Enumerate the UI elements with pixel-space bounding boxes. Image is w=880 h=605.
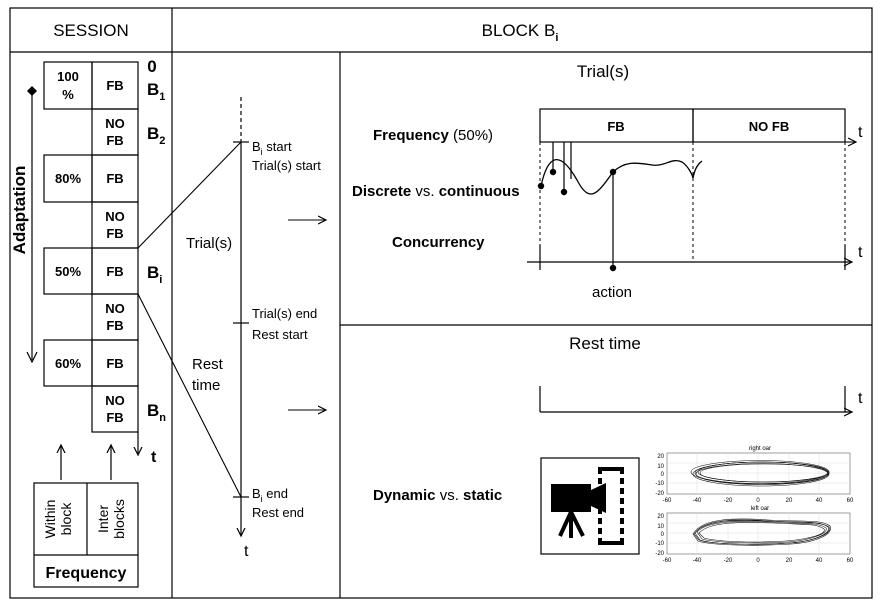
pct-60: 60% — [55, 356, 81, 371]
nofb-cell-4a: NO — [105, 393, 125, 408]
frequency-row-label: Frequency (50%) — [373, 127, 493, 144]
right-oar-ytick: 10 — [657, 464, 664, 470]
fb-cell-1: FB — [106, 78, 123, 93]
frequency-t-label: t — [858, 124, 863, 141]
frequency-label: Frequency — [46, 565, 127, 582]
block-label-b1: B1 — [147, 80, 165, 103]
right-oar-xtick: 20 — [786, 498, 793, 504]
nofb-cell-1a: NO — [105, 116, 125, 131]
nofb-cell-2b: FB — [106, 226, 123, 241]
left-oar-ytick: 20 — [657, 514, 664, 520]
left-oar-xtick: 0 — [756, 558, 760, 564]
rest-time-label-2: time — [192, 377, 220, 394]
block-header: BLOCK Bi — [482, 21, 559, 44]
right-oar-xtick: 60 — [847, 498, 854, 504]
trials-panel-title: Trial(s) — [577, 62, 629, 81]
within-label-2: block — [58, 502, 74, 536]
continuous-curve-tail — [692, 160, 703, 179]
pct-100-symbol: % — [62, 87, 74, 102]
connector-start — [137, 141, 242, 249]
nofb-bar — [692, 108, 846, 143]
right-oar-ytick: 20 — [657, 454, 664, 460]
bi-start-label: Bi start — [252, 139, 292, 157]
right-oar-xtick: -60 — [663, 498, 672, 504]
fb-cell-2: FB — [106, 171, 123, 186]
discrete-continuous-label: Discrete vs. continuous — [352, 183, 520, 200]
fb-cell-4: FB — [106, 356, 123, 371]
left-oar-xtick: 20 — [786, 558, 793, 564]
concurrency-t-label: t — [858, 244, 863, 261]
left-oar-xtick: -20 — [724, 558, 733, 564]
nofb-cell-2a: NO — [105, 209, 125, 224]
nofb-bar-label: NO FB — [749, 119, 789, 134]
pct-80: 80% — [55, 171, 81, 186]
rest-panel-title: Rest time — [569, 334, 641, 353]
nofb-cell-4b: FB — [106, 410, 123, 425]
trials-label: Trial(s) — [186, 235, 232, 252]
nofb-cell-1b: FB — [106, 133, 123, 148]
rest-time-label-1: Rest — [192, 356, 224, 373]
right-oar-title: right oar — [749, 446, 771, 452]
action-label: action — [592, 284, 632, 301]
right-oar-xtick: 0 — [756, 498, 760, 504]
left-oar-xtick: 40 — [816, 558, 823, 564]
nofb-cell-3b: FB — [106, 318, 123, 333]
pct-100: 100 — [57, 69, 79, 84]
frequency-box — [33, 482, 139, 588]
fb-cell-3: FB — [106, 264, 123, 279]
left-oar-xtick: -60 — [663, 558, 672, 564]
block-label-b2: B2 — [147, 124, 165, 147]
left-oar-ytick: -20 — [655, 551, 664, 557]
left-oar-title: left oar — [751, 506, 769, 512]
adaptation-label: Adaptation — [10, 166, 29, 255]
session-feedback-grid — [43, 61, 139, 433]
trial-end-label: Trial(s) end — [252, 306, 317, 321]
concurrency-label: Concurrency — [392, 234, 485, 251]
left-oar-ytick: -10 — [655, 541, 664, 547]
right-oar-ytick: -10 — [655, 481, 664, 487]
block-label-bi: Bi — [147, 263, 162, 286]
action-axis-point — [609, 264, 617, 272]
session-zero-label: 0 — [147, 57, 156, 76]
right-oar-ytick: -20 — [655, 491, 664, 497]
block-label-bn: Bn — [147, 401, 166, 424]
outer-frame — [9, 7, 873, 599]
right-oar-ytick: 0 — [661, 472, 665, 478]
right-oar-xtick: 40 — [816, 498, 823, 504]
right-oar-xtick: -20 — [724, 498, 733, 504]
rest-t-label: t — [858, 390, 863, 407]
right-oar-xtick: -40 — [693, 498, 702, 504]
bi-end-label: Bi end — [252, 486, 288, 504]
inter-label-2: blocks — [111, 499, 127, 539]
session-header: SESSION — [53, 21, 129, 40]
left-oar-xtick: -40 — [693, 558, 702, 564]
left-oar-plot: left oar 20 10 0 -10 -20 -60 -40 -20 — [655, 506, 854, 564]
video-camera-icon — [540, 457, 640, 555]
discrete-markers — [549, 142, 572, 196]
timeline-time-label: t — [244, 543, 249, 560]
left-oar-xtick: 60 — [847, 558, 854, 564]
session-time-label: t — [151, 449, 157, 466]
adaptation-arrow-head — [26, 351, 38, 364]
continuous-curve — [540, 158, 694, 195]
fb-bar-label: FB — [607, 119, 624, 134]
rest-end-label: Rest end — [252, 505, 304, 520]
left-oar-ytick: 10 — [657, 524, 664, 530]
pct-50: 50% — [55, 264, 81, 279]
left-oar-ytick: 0 — [661, 532, 665, 538]
within-label-1: Within — [42, 500, 58, 539]
nofb-cell-3a: NO — [105, 301, 125, 316]
right-oar-plot: right oar 20 10 0 -10 -20 -60 -40 - — [655, 446, 854, 504]
inter-label-1: Inter — [95, 505, 111, 533]
dynamic-static-label: Dynamic vs. static — [373, 487, 502, 504]
adaptation-start-marker — [27, 86, 37, 96]
rest-start-label: Rest start — [252, 327, 308, 342]
trial-start-label: Trial(s) start — [252, 158, 321, 173]
connector-end — [137, 293, 242, 498]
